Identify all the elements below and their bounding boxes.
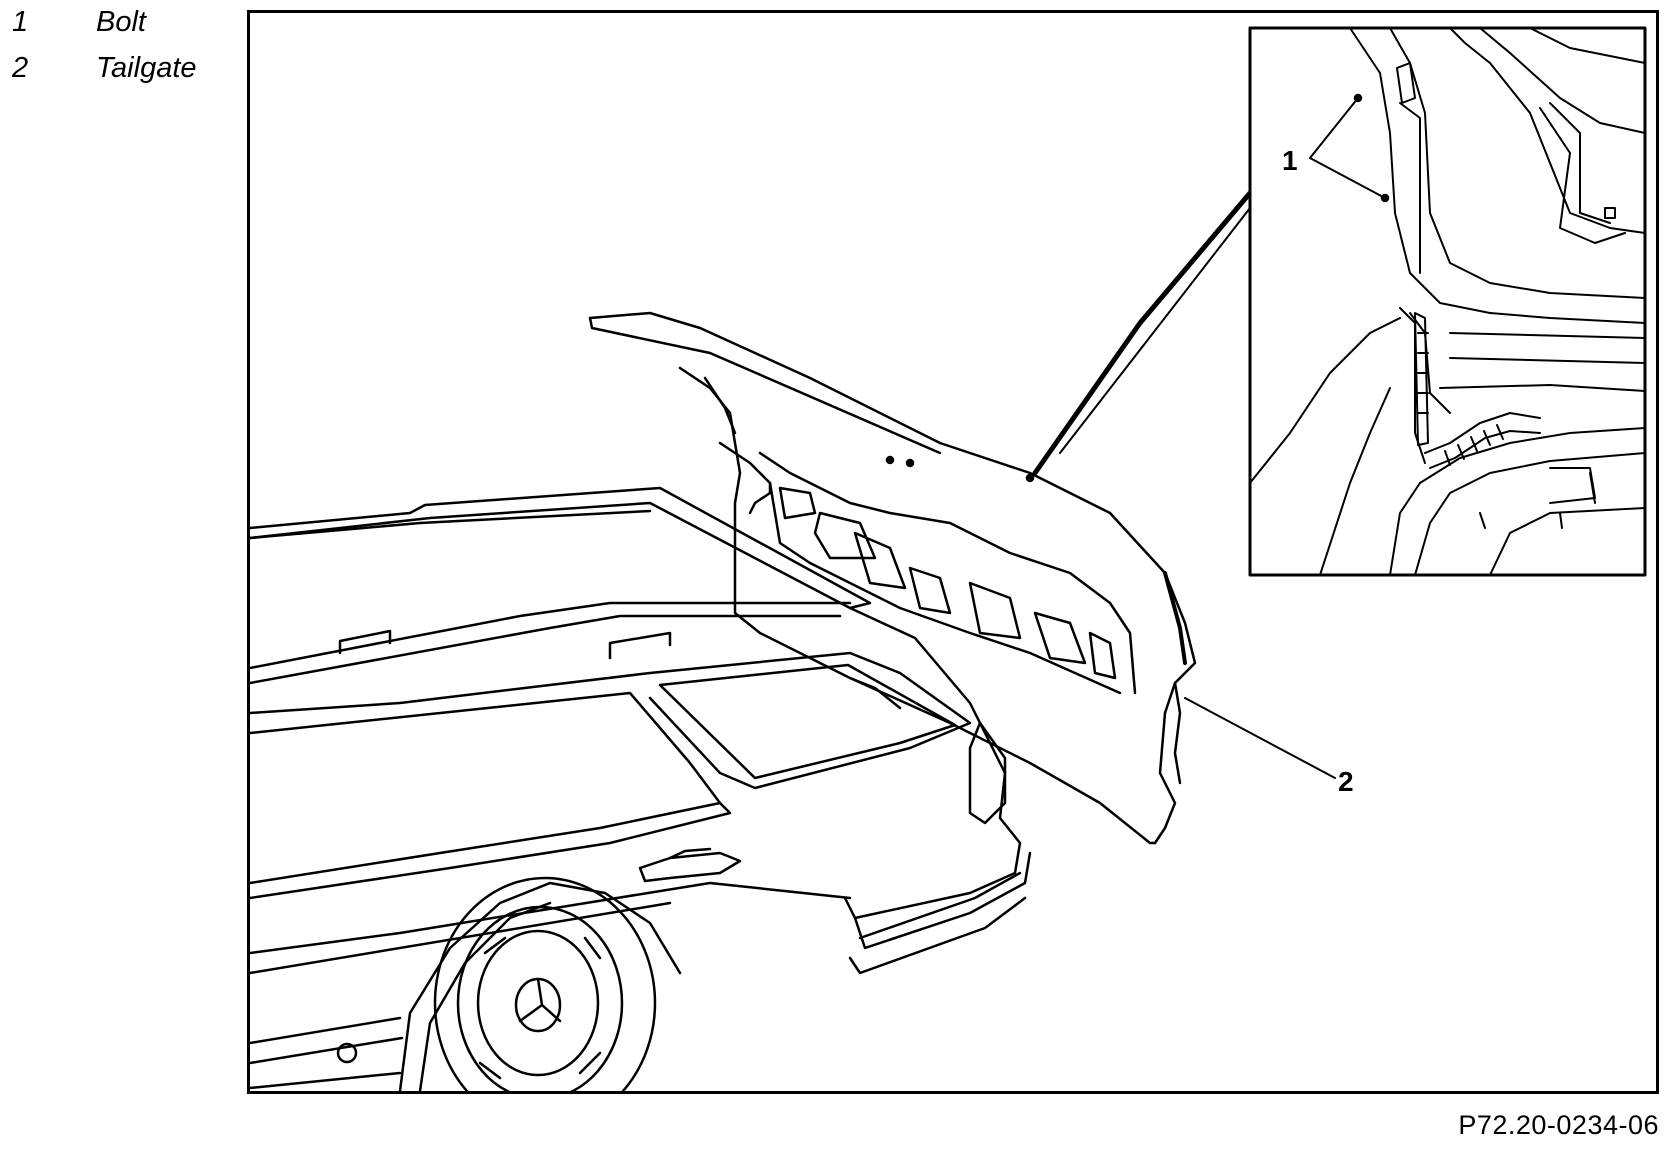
callout-label-bolt: 1	[1282, 145, 1298, 176]
tailgate-removal-illustration: 2	[250, 26, 1647, 1091]
legend-number: 2	[12, 52, 29, 84]
tailgate-illustration	[588, 311, 1197, 845]
legend-label: Bolt	[96, 6, 146, 38]
detail-inset: 1	[1248, 26, 1647, 577]
legend-label: Tailgate	[96, 52, 197, 84]
callout-label-tailgate: 2	[1338, 766, 1354, 797]
car-illustration	[250, 486, 1032, 1091]
illustration-frame: 2	[247, 10, 1659, 1094]
callout-leader-tailgate	[1184, 697, 1336, 779]
detail-connector	[1032, 190, 1253, 476]
figure-reference: P72.20-0234-06	[1458, 1110, 1659, 1140]
legend-number: 1	[12, 6, 29, 38]
callout-leader-bolt	[1309, 97, 1386, 199]
